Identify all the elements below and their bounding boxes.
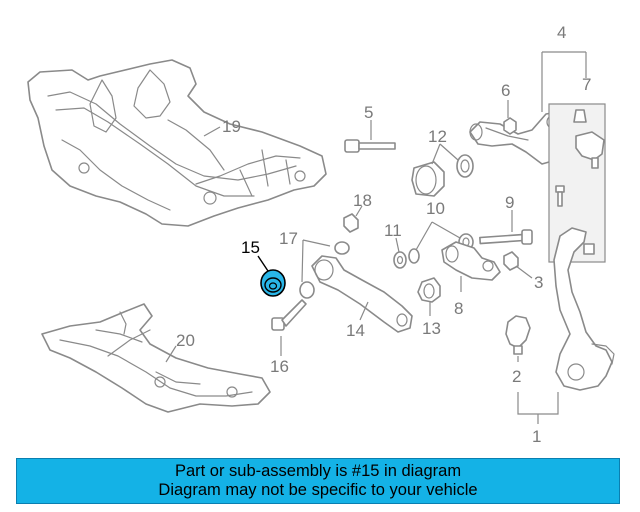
callout-18: 18: [353, 191, 372, 210]
info-banner: Part or sub-assembly is #15 in diagram D…: [16, 458, 620, 504]
callout-11: 11: [384, 221, 402, 240]
bolt-part-5[interactable]: [344, 139, 396, 153]
bushing-part-17[interactable]: [299, 241, 350, 299]
callout-4: 4: [557, 23, 566, 42]
callout-17: 17: [279, 229, 298, 248]
callout-10: 10: [426, 199, 445, 218]
callout-1: 1: [532, 427, 541, 446]
control-link-part-8[interactable]: [441, 241, 501, 281]
nut-part-3[interactable]: [503, 251, 519, 271]
nut-part-18[interactable]: [343, 213, 359, 233]
bushing-part-12[interactable]: [411, 154, 474, 197]
parts-diagram: 19 20 5 12 4 6: [27, 23, 615, 446]
callout-7: 7: [582, 75, 591, 94]
callout-2: 2: [512, 367, 521, 386]
callout-3: 3: [534, 273, 543, 292]
callout-20: 20: [176, 331, 195, 350]
steering-knuckle-part-1[interactable]: [553, 227, 615, 391]
washer-part-11[interactable]: [393, 251, 407, 269]
callout-5: 5: [364, 103, 373, 122]
nut-part-6[interactable]: [503, 117, 517, 135]
banner-line-1: Part or sub-assembly is #15 in diagram: [174, 462, 462, 480]
front-subframe-part-19[interactable]: [27, 59, 327, 227]
callout-14: 14: [346, 321, 365, 340]
callout-6: 6: [501, 81, 510, 100]
bolt-part-9[interactable]: [479, 229, 533, 245]
banner-line-2: Diagram may not be specific to your vehi…: [158, 481, 478, 499]
bushing-part-15[interactable]: [260, 269, 286, 297]
callout-8: 8: [454, 299, 463, 318]
callout-15: 15: [241, 238, 260, 257]
rear-subframe-part-20[interactable]: [41, 303, 271, 413]
callout-9: 9: [505, 193, 514, 212]
bushing-part-13[interactable]: [417, 277, 441, 303]
callout-16: 16: [270, 357, 289, 376]
lower-control-arm-part-14[interactable]: [311, 255, 413, 333]
bolt-part-16[interactable]: [271, 299, 307, 331]
callout-19: 19: [222, 117, 241, 136]
callout-13: 13: [422, 319, 441, 338]
callout-12: 12: [428, 127, 447, 146]
ball-joint-part-2[interactable]: [505, 315, 531, 355]
